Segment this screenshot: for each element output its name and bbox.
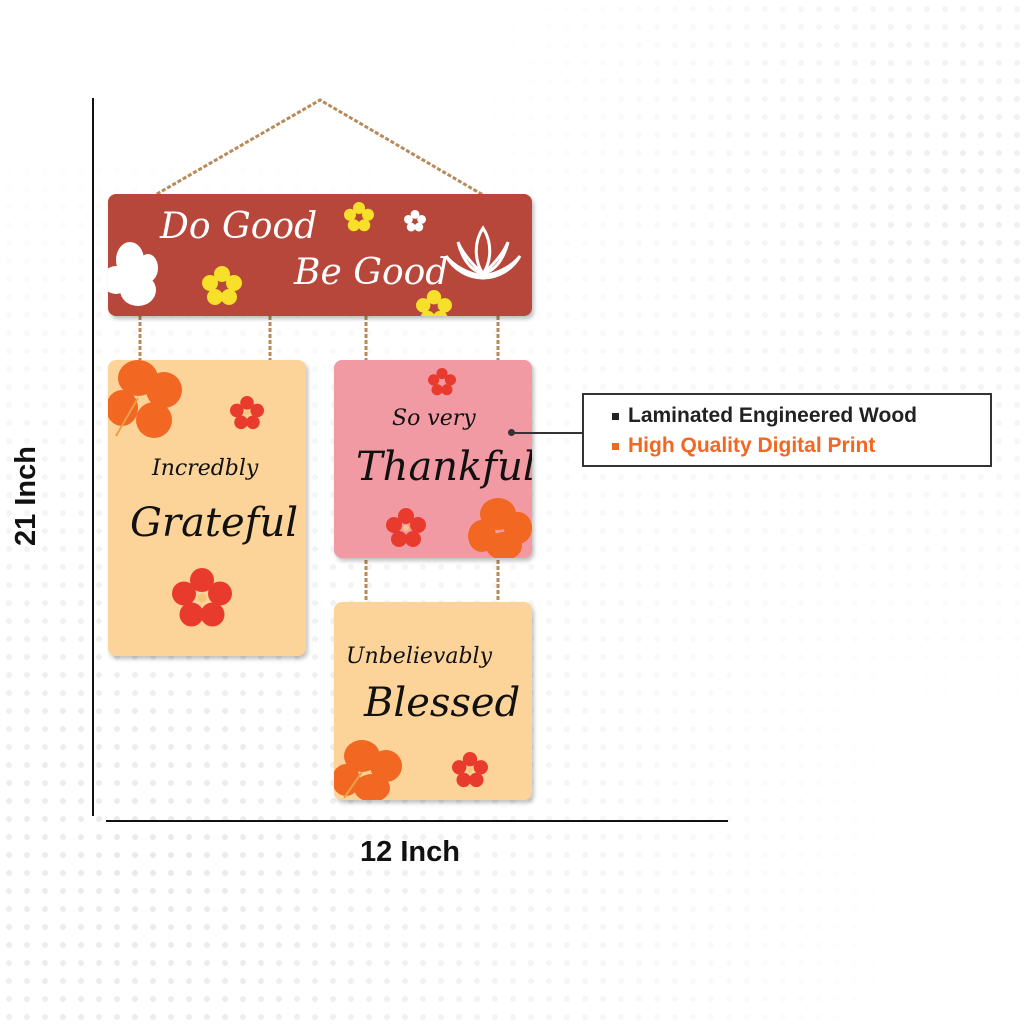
feature-print-text: High Quality Digital Print bbox=[628, 434, 876, 457]
top-plaque-line2: Be Good bbox=[294, 252, 449, 293]
bullet-icon bbox=[612, 412, 619, 420]
hibiscus-flower-icon bbox=[108, 360, 182, 438]
callout-pointer-line bbox=[512, 432, 582, 434]
feature-material-text: Laminated Engineered Wood bbox=[628, 404, 917, 427]
height-label: 21 Inch bbox=[10, 446, 42, 546]
top-plaque-do-good-be-good: Do Good Be Good bbox=[108, 194, 532, 316]
pink-plaque-so-very-thankful: So very Thankful bbox=[334, 360, 532, 558]
feature-row-material: Laminated Engineered Wood bbox=[612, 401, 990, 431]
small-flower-icon bbox=[386, 508, 426, 547]
small-flower-icon bbox=[344, 202, 374, 232]
small-flower-icon bbox=[428, 368, 456, 396]
left-plaque-line2: Grateful bbox=[130, 500, 299, 546]
bullet-icon bbox=[612, 442, 619, 450]
width-dimension-line bbox=[106, 820, 728, 822]
hibiscus-flower-icon bbox=[468, 498, 532, 558]
small-flower-icon bbox=[230, 396, 264, 430]
pink-plaque-line2: Thankful bbox=[356, 444, 532, 490]
width-label: 12 Inch bbox=[360, 836, 460, 868]
lotus-icon bbox=[444, 225, 522, 280]
small-flower-icon bbox=[404, 210, 426, 232]
hibiscus-flower-icon bbox=[108, 242, 158, 306]
bottom-plaque-line2: Blessed bbox=[364, 680, 521, 726]
pink-plaque-line1: So very bbox=[392, 406, 476, 431]
small-flower-icon bbox=[202, 266, 242, 305]
small-flower-icon bbox=[172, 568, 232, 627]
height-dimension-line bbox=[92, 98, 94, 816]
callout-pointer-dot bbox=[508, 429, 515, 436]
top-plaque-line1: Do Good bbox=[160, 206, 318, 247]
small-flower-icon bbox=[452, 752, 488, 788]
left-plaque-line1: Incredbly bbox=[152, 456, 259, 481]
feature-callout-box: Laminated Engineered Wood High Quality D… bbox=[582, 393, 992, 467]
feature-row-print: High Quality Digital Print bbox=[612, 431, 990, 461]
bottom-plaque-unbelievably-blessed: Unbelievably Blessed bbox=[334, 602, 532, 800]
small-flower-icon bbox=[416, 290, 452, 316]
left-plaque-incredibly-grateful: Incredbly Grateful bbox=[108, 360, 306, 656]
bottom-plaque-line1: Unbelievably bbox=[346, 644, 492, 669]
hibiscus-flower-icon bbox=[334, 740, 402, 800]
